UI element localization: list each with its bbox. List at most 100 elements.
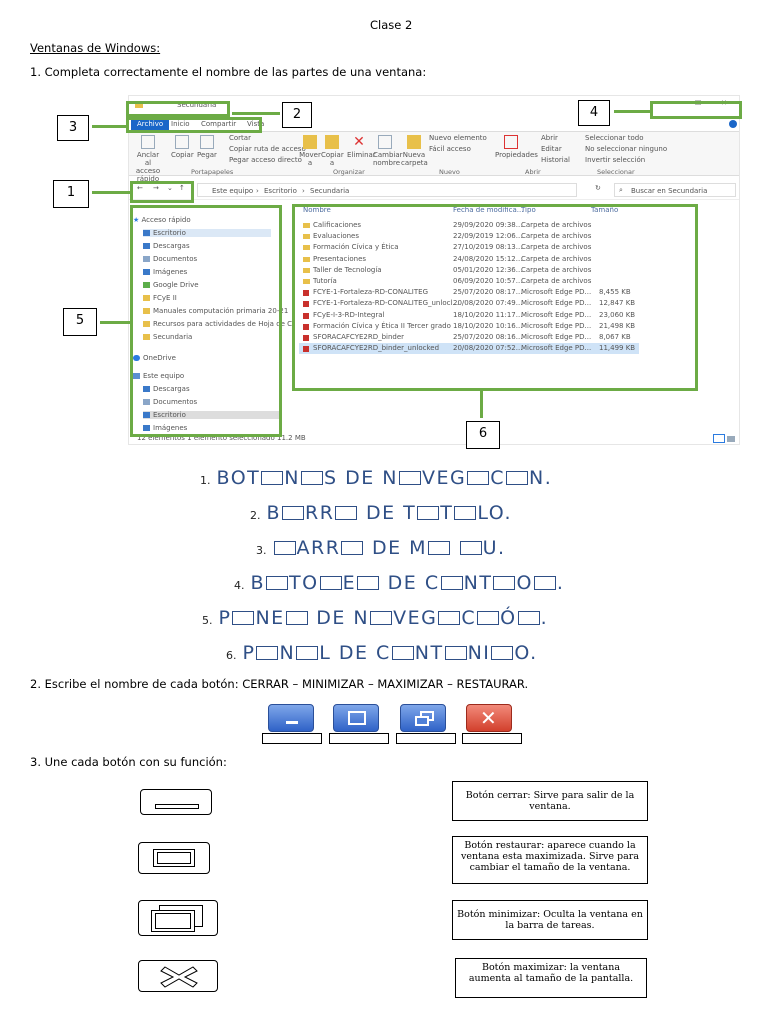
question-2: 2. Escribe el nombre de cada botón: CERR… [30,677,529,691]
blank-box[interactable] [533,576,556,590]
word-fragment: DE N [308,607,370,629]
file-type: Microsoft Edge PD... [521,321,592,330]
invert-selection-item: Invertir selección [585,156,646,164]
word-fragment: . [540,607,549,629]
file-type: Carpeta de archivos [521,277,592,285]
blank-box[interactable] [285,611,308,625]
blank-box[interactable] [428,541,451,555]
file-date: 05/01/2020 12:36... [453,265,523,274]
file-type: Microsoft Edge PD... [521,288,592,297]
blank-box[interactable] [300,471,323,485]
new-item: Nuevo elemento [429,134,487,142]
path-separator: › [256,187,259,195]
answer-box [396,733,456,744]
onedrive: OneDrive [133,354,176,362]
history-item: Historial [541,156,570,164]
word-fragment: BOT [216,467,261,489]
minimize-icon [155,804,199,809]
blank-box[interactable] [438,611,461,625]
navigation-pane: ★ Acceso rápido Escritorio Descargas Doc… [133,208,292,440]
file-size: 8,067 KB [599,333,631,341]
file-size: 8,455 KB [599,288,631,297]
blank-box[interactable] [467,471,490,485]
word-fragment: L DE C [319,642,391,664]
folder-icon [303,279,310,284]
file-name: Taller de Tecnología [313,265,382,274]
close-icon [160,966,198,988]
word-fragment: O [516,572,533,594]
restore-icon-inner [155,913,191,929]
word-fragment: VEG [421,467,467,489]
nav-item: FCyE II [143,294,177,302]
drive-icon [143,282,150,288]
blank-box[interactable] [491,646,514,660]
pdf-icon [303,301,309,308]
copy-icon [175,135,189,149]
word-fragment [451,537,459,559]
file-date: 22/09/2019 12:06... [453,232,523,241]
blank-box[interactable] [454,506,477,520]
group-label: Portapapeles [191,168,234,176]
maximize-icon-inner [157,852,191,864]
callout-box-title [126,101,230,117]
dropdown-icon: ⌄ [167,184,173,192]
pin-button: Anclar al acceso rápido [133,135,163,183]
tab-vista: Vista [247,120,265,128]
blank-box[interactable] [370,611,393,625]
blank-box[interactable] [256,646,279,660]
blank-box[interactable] [506,471,528,485]
search-box: ⌕ Buscar en Secundaria [614,183,736,197]
blank-box[interactable] [440,576,463,590]
help-icon [729,120,737,128]
file-list: Nombre Fecha de modifica... Tipo Tamaño … [299,206,739,444]
blank-box[interactable] [398,471,421,485]
blank-box[interactable] [459,541,482,555]
word-fragment: N [279,642,296,664]
documents-icon [143,256,150,262]
blank-box[interactable] [282,506,305,520]
folder-icon [143,308,150,314]
file-date: 06/09/2020 10:57... [453,277,523,285]
word-fragment: VEG [393,607,438,629]
blank-box[interactable] [296,646,319,660]
word-fragment: N [284,467,300,489]
blank-box[interactable] [319,576,342,590]
blank-box[interactable] [391,646,414,660]
path-segment: Escritorio [264,187,297,195]
copy-path-item: Copiar ruta de acceso [229,145,306,153]
rename-button: Cambiar nombre [373,135,403,167]
file-date: 25/07/2020 08:16... [453,333,523,341]
blank-box[interactable] [341,541,364,555]
this-pc: Este equipo [133,372,184,380]
callout-line [92,191,130,194]
callout-box-tabs [126,117,262,133]
status-bar: 12 elementos 1 elemento seleccionado 11.… [137,434,306,442]
folder-icon [143,321,150,327]
file-row: Formación Cívica y Ética II Tercer grado… [299,321,639,332]
word-fragment: P [242,642,256,664]
topic-title: Ventanas de Windows: [30,41,161,55]
word-fragment: B [250,572,266,594]
paste-shortcut-item: Pegar acceso directo [229,156,302,164]
blank-box[interactable] [357,576,380,590]
blank-box[interactable] [444,646,467,660]
nav-item: Google Drive [143,281,199,289]
blank-box[interactable] [517,611,540,625]
blank-box[interactable] [335,506,358,520]
blank-box[interactable] [266,576,289,590]
blank-box[interactable] [477,611,500,625]
blank-box[interactable] [232,611,255,625]
download-icon [143,243,150,249]
edit-item: Editar [541,145,562,153]
properties-icon [504,135,518,149]
callout-number-1: 1 [53,180,89,208]
blank-box[interactable] [273,541,296,555]
blank-box[interactable] [261,471,284,485]
minimize-icon [286,721,298,724]
callout-number-3: 3 [57,115,89,141]
blank-box[interactable] [493,576,516,590]
back-arrow-icon: ← [137,184,143,192]
blank-box[interactable] [417,506,440,520]
